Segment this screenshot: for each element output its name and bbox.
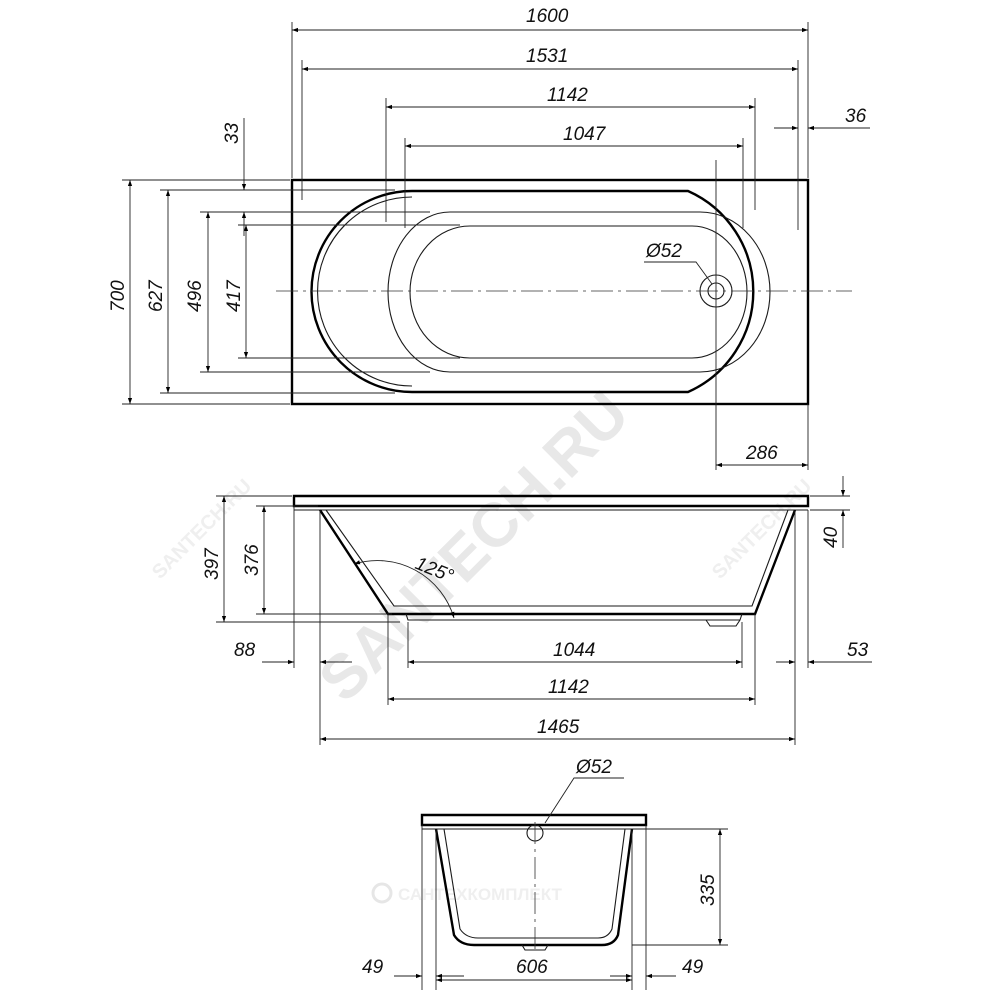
side-shell-inner bbox=[325, 509, 789, 607]
top-dim-700: 700 bbox=[108, 179, 290, 405]
end-dim-335: 335 bbox=[632, 828, 728, 946]
watermark-brand: САНТЕХКОМПЛЕКТ bbox=[398, 885, 563, 904]
side-dim-40: 40 bbox=[810, 476, 850, 548]
dim-700-label: 700 bbox=[108, 280, 129, 312]
end-drain-diameter-label: Ø52 bbox=[575, 757, 612, 778]
top-dim-417: 417 bbox=[224, 224, 460, 359]
end-shell-inner bbox=[443, 828, 626, 939]
dim-1531-label: 1531 bbox=[526, 46, 568, 67]
dim-36-label: 36 bbox=[845, 106, 867, 127]
side-angle-arc bbox=[353, 560, 455, 619]
side-dim-1142: 1142 bbox=[387, 614, 756, 705]
dim-397-label: 397 bbox=[202, 547, 223, 580]
top-dim-33: 33 bbox=[222, 118, 247, 236]
top-drain-leader bbox=[644, 261, 713, 285]
brand-logo-icon bbox=[371, 882, 393, 904]
end-dim-606: 606 bbox=[436, 957, 632, 983]
dim-417-label: 417 bbox=[224, 279, 245, 312]
dim-1465-label: 1465 bbox=[537, 717, 580, 738]
side-dim-1044: 1044 bbox=[407, 622, 743, 668]
end-drain-boss bbox=[521, 944, 549, 951]
end-shell-outline bbox=[434, 828, 634, 947]
dim-496-label: 496 bbox=[185, 280, 206, 312]
side-dim-53: 53 bbox=[776, 510, 872, 745]
watermark-small-right: SANTECH.RU bbox=[708, 475, 816, 583]
top-dim-1142: 1142 bbox=[385, 85, 756, 222]
dim-1047-label: 1047 bbox=[563, 124, 607, 145]
top-dim-1047: 1047 bbox=[404, 124, 744, 228]
top-basin-outline bbox=[387, 211, 771, 373]
top-bottom-outline bbox=[409, 225, 748, 359]
end-dim-49-right: 49 bbox=[610, 825, 704, 990]
top-dim-286: 286 bbox=[716, 404, 809, 470]
dim-49-left-label: 49 bbox=[362, 957, 384, 978]
dim-1600-label: 1600 bbox=[526, 6, 569, 27]
dim-40-label: 40 bbox=[821, 526, 842, 548]
top-dim-36: 36 bbox=[774, 106, 870, 131]
dim-606-label: 606 bbox=[516, 957, 548, 978]
dim-1044-label: 1044 bbox=[553, 640, 595, 661]
dim-1142-top-label: 1142 bbox=[547, 85, 588, 106]
side-dim-88: 88 bbox=[234, 506, 352, 745]
end-dim-49-left: 49 bbox=[362, 825, 464, 990]
dim-53-label: 53 bbox=[847, 640, 869, 661]
side-rim bbox=[292, 494, 810, 508]
watermark-main: SANTECH.RU bbox=[306, 379, 642, 715]
end-rim bbox=[420, 813, 648, 827]
end-drain-leader bbox=[544, 777, 624, 824]
side-dim-376: 376 bbox=[242, 505, 392, 615]
dim-376-label: 376 bbox=[242, 544, 263, 576]
top-rim-outline bbox=[310, 189, 755, 394]
top-view: Ø52 1600 1531 1142 1047 bbox=[108, 6, 870, 470]
end-view: Ø52 335 49 606 49 bbox=[362, 757, 728, 990]
side-dim-397: 397 bbox=[202, 495, 400, 623]
brand-watermark: САНТЕХКОМПЛЕКТ bbox=[371, 882, 563, 904]
top-dim-496: 496 bbox=[185, 211, 430, 373]
dim-335-label: 335 bbox=[698, 874, 719, 906]
dim-1142-side-label: 1142 bbox=[548, 677, 589, 698]
side-dim-1465: 1465 bbox=[320, 717, 795, 742]
top-dim-1531: 1531 bbox=[301, 46, 799, 230]
top-outer-outline bbox=[290, 178, 810, 406]
side-drain-boss bbox=[705, 619, 741, 627]
dim-627-label: 627 bbox=[146, 279, 167, 312]
dim-49-right-label: 49 bbox=[682, 957, 704, 978]
dim-33-label: 33 bbox=[222, 122, 243, 144]
dim-88-label: 88 bbox=[234, 640, 256, 661]
top-drain-diameter-label: Ø52 bbox=[645, 241, 682, 262]
top-rim-inner-line bbox=[317, 196, 413, 387]
top-dim-627: 627 bbox=[146, 189, 395, 394]
top-dim-1600: 1600 bbox=[291, 6, 809, 178]
dim-286-label: 286 bbox=[745, 443, 778, 464]
